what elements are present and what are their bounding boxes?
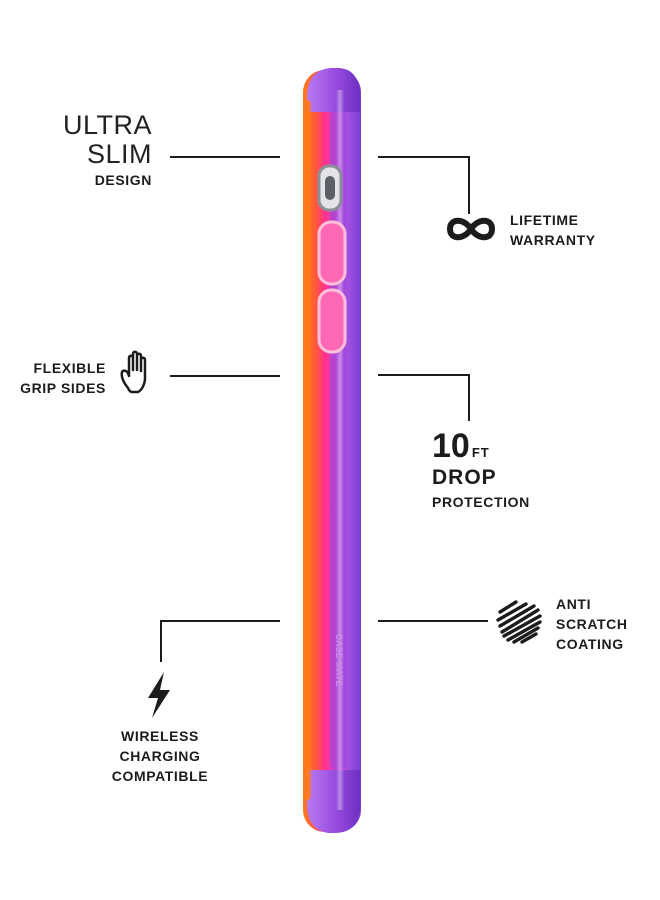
engraving-text: CASE-MATE — [334, 634, 344, 687]
connector-slim — [170, 156, 280, 158]
drop-unit: FT — [471, 445, 490, 460]
feature-anti-scratch: ANTI SCRATCH COATING — [556, 594, 628, 654]
anti-text: ANTI — [556, 596, 592, 612]
lightning-bolt-icon — [148, 672, 170, 718]
drop-text: DROP — [432, 466, 497, 489]
warranty-text: WARRANTY — [510, 232, 596, 248]
hand-icon — [120, 350, 147, 394]
slim-text: SLIM — [86, 139, 152, 169]
grip-sides-text: GRIP SIDES — [20, 380, 106, 396]
connector-drop-h — [378, 374, 470, 376]
connector-scratch — [378, 620, 488, 622]
connector-wireless-h — [160, 620, 280, 622]
ultra-text: ULTRA — [62, 110, 152, 140]
connector-wireless-v — [160, 620, 162, 662]
connector-drop-v — [468, 374, 470, 421]
flexible-text: FLEXIBLE — [33, 360, 106, 376]
wireless-text: WIRELESS — [121, 728, 199, 744]
drop-number: 10 — [432, 427, 470, 465]
protection-text: PROTECTION — [432, 494, 530, 510]
coating-text: COATING — [556, 636, 624, 652]
connector-warranty-v — [468, 156, 470, 214]
feature-ultra-slim: ULTRA SLIM DESIGN — [40, 112, 152, 190]
charging-text: CHARGING — [119, 748, 201, 764]
infinity-icon — [447, 217, 495, 241]
connector-warranty-h — [378, 156, 470, 158]
design-text: DESIGN — [94, 172, 152, 188]
feature-lifetime-warranty: LIFETIME WARRANTY — [510, 210, 596, 250]
scratch-text: SCRATCH — [556, 616, 628, 632]
feature-flexible-grip: FLEXIBLE GRIP SIDES — [0, 358, 106, 398]
compatible-text: COMPATIBLE — [111, 768, 209, 784]
connector-grip — [170, 375, 280, 377]
scribble-icon — [496, 600, 542, 644]
lifetime-text: LIFETIME — [510, 212, 579, 228]
feature-wireless-charging: WIRELESS CHARGING COMPATIBLE — [90, 726, 230, 786]
